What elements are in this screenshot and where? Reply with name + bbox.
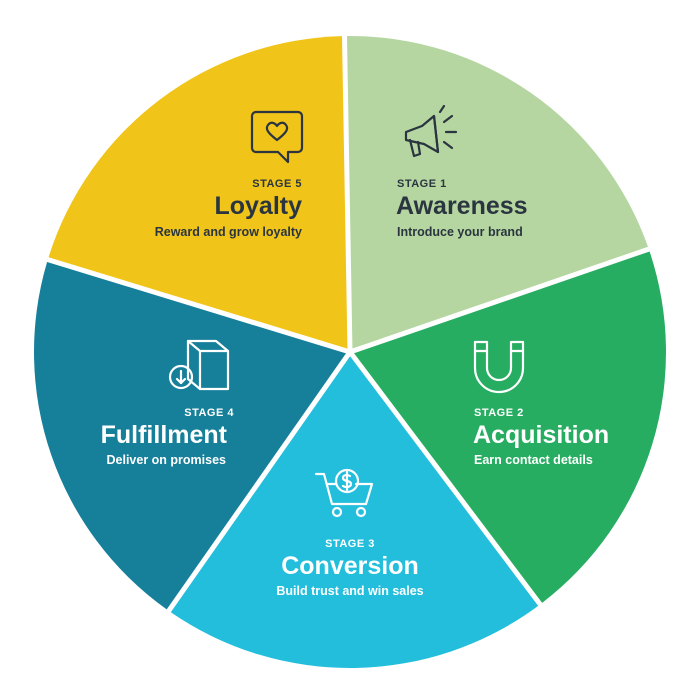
- shopping-cart-dollar-icon: [314, 468, 374, 518]
- stage-awareness-label: STAGE 1: [397, 178, 447, 190]
- stage-loyalty-label: STAGE 5: [252, 178, 302, 190]
- stage-fulfillment-description: Deliver on promises: [107, 453, 227, 467]
- wheel-segments: [34, 35, 667, 669]
- stage-awareness: STAGE 1 Awareness Introduce your brand: [396, 104, 528, 239]
- stage-fulfillment-label: STAGE 4: [184, 407, 234, 419]
- stage-acquisition-description: Earn contact details: [474, 453, 593, 467]
- stage-fulfillment-title: Fulfillment: [101, 421, 228, 449]
- megaphone-icon: [404, 104, 458, 158]
- magnet-icon: [473, 340, 525, 394]
- stage-conversion-description: Build trust and win sales: [276, 584, 423, 598]
- stage-conversion: STAGE 3 Conversion Build trust and win s…: [276, 468, 424, 598]
- stage-awareness-description: Introduce your brand: [397, 225, 523, 239]
- stage-fulfillment: STAGE 4 Fulfillment Deliver on promises: [101, 339, 234, 467]
- heart-chat-icon: [250, 110, 304, 164]
- stage-loyalty-title: Loyalty: [214, 192, 302, 220]
- stage-conversion-label: STAGE 3: [325, 538, 375, 550]
- stage-awareness-title: Awareness: [396, 192, 528, 220]
- segment-fulfillment: [34, 262, 346, 610]
- segment-conversion: [170, 356, 539, 669]
- stage-loyalty-description: Reward and grow loyalty: [155, 225, 302, 239]
- segment-loyalty: [48, 36, 348, 349]
- stage-acquisition: STAGE 2 Acquisition Earn contact details: [473, 340, 609, 467]
- stage-acquisition-title: Acquisition: [473, 421, 609, 449]
- package-download-icon: [168, 339, 230, 391]
- segment-acquisition: [354, 251, 667, 603]
- segment-awareness: [346, 35, 648, 349]
- stage-acquisition-label: STAGE 2: [474, 407, 524, 419]
- stage-loyalty: STAGE 5 Loyalty Reward and grow loyalty: [155, 110, 304, 239]
- stage-conversion-title: Conversion: [281, 552, 419, 580]
